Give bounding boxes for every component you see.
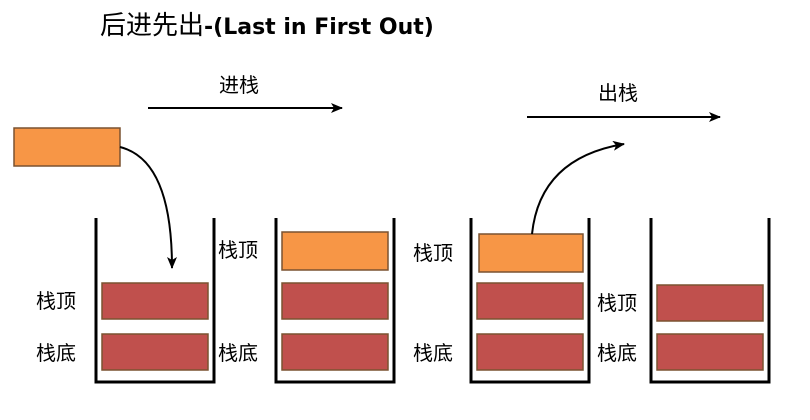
stack-1-top-element bbox=[101, 282, 209, 320]
pop-operation-label: 出栈 bbox=[598, 81, 638, 105]
stack-4-bottom-element bbox=[656, 333, 764, 371]
title-chinese: 后进先出 bbox=[100, 11, 204, 41]
stack-3-bottom-label: 栈底 bbox=[413, 341, 453, 365]
stack-2-top-label: 栈顶 bbox=[218, 238, 258, 262]
stack-4-top-element bbox=[656, 284, 764, 322]
stack-1-bottom-element bbox=[101, 333, 209, 371]
title-english: -(Last in First Out) bbox=[204, 15, 434, 40]
pop-curve-arrow bbox=[531, 140, 625, 235]
incoming-element bbox=[13, 127, 121, 167]
stack-4-top-label: 栈顶 bbox=[597, 291, 637, 315]
stack-3-bottom-element bbox=[476, 333, 584, 371]
stack-4-container bbox=[649, 218, 771, 384]
stack-3-container bbox=[469, 218, 591, 384]
push-operation-label: 进栈 bbox=[219, 73, 259, 97]
stack-3-top-label: 栈顶 bbox=[413, 241, 453, 265]
stack-2-middle-element bbox=[281, 282, 389, 320]
stack-3-top-element bbox=[478, 233, 584, 273]
stack-2-bottom-label: 栈底 bbox=[218, 341, 258, 365]
stack-2-bottom-element bbox=[281, 333, 389, 371]
push-curve-arrow bbox=[119, 146, 177, 269]
stack-1-top-label: 栈顶 bbox=[36, 289, 76, 313]
stack-1-bottom-label: 栈底 bbox=[36, 341, 76, 365]
stack-2-container bbox=[274, 218, 396, 384]
stack-2-pushed-element bbox=[281, 231, 389, 271]
diagram-title: 后进先出-(Last in First Out) bbox=[100, 11, 434, 41]
stack-1-container bbox=[94, 218, 216, 384]
stack-4-bottom-label: 栈底 bbox=[597, 341, 637, 365]
stack-3-middle-element bbox=[476, 282, 584, 320]
